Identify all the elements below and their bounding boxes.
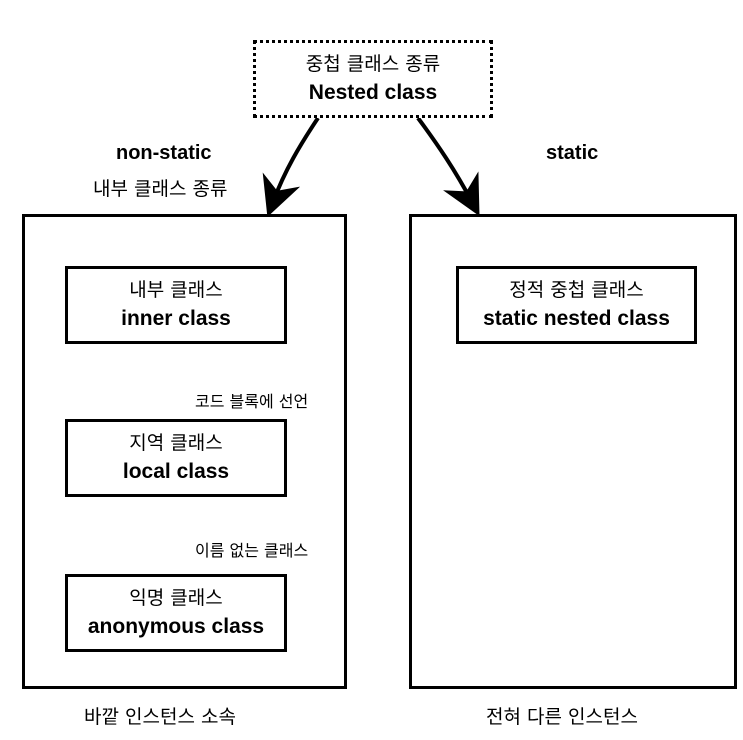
inner-class-korean: 내부 클래스: [129, 279, 223, 301]
branch-label-nonstatic: non-static: [116, 142, 212, 164]
local-class-node: 지역 클래스 local class: [65, 419, 287, 497]
inner-class-node: 내부 클래스 inner class: [65, 266, 287, 344]
inner-class-english: inner class: [121, 306, 231, 330]
nonstatic-footer: 바깥 인스턴스 소속: [84, 706, 236, 728]
static-nested-class-korean: 정적 중첩 클래스: [509, 279, 644, 301]
root-node-korean: 중첩 클래스 종류: [305, 53, 441, 75]
branch-sublabel-inner-kinds: 내부 클래스 종류: [93, 178, 228, 200]
local-class-korean: 지역 클래스: [129, 432, 223, 454]
edge-root-to-static: [416, 116, 480, 217]
static-nested-class-node: 정적 중첩 클래스 static nested class: [456, 266, 697, 344]
root-node: 중첩 클래스 종류 Nested class: [253, 40, 493, 118]
edge-label-code-block: 코드 블록에 선언: [195, 392, 309, 411]
static-footer: 전혀 다른 인스턴스: [486, 706, 638, 728]
anonymous-class-node: 익명 클래스 anonymous class: [65, 574, 287, 652]
edge-root-to-nonstatic: [262, 116, 320, 217]
anonymous-class-english: anonymous class: [87, 614, 265, 638]
static-nested-class-english: static nested class: [483, 306, 670, 330]
local-class-english: local class: [122, 459, 230, 483]
anonymous-class-korean: 익명 클래스: [129, 587, 223, 609]
root-node-english: Nested class: [308, 80, 438, 104]
branch-label-static: static: [546, 142, 599, 164]
edge-label-unnamed: 이름 없는 클래스: [195, 541, 309, 560]
